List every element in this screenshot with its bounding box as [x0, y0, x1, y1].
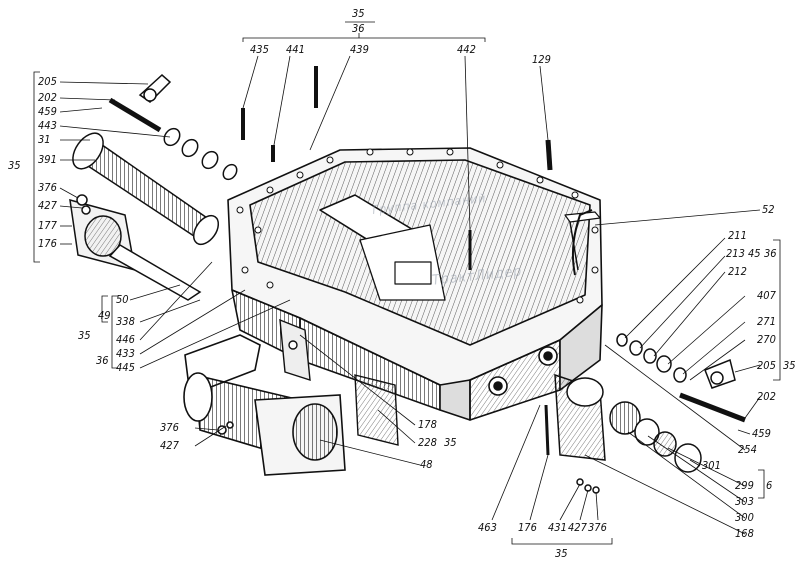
callout-459-right: 459	[752, 427, 771, 440]
callout-376-left: 376	[38, 181, 57, 194]
callout-35-top: 35	[352, 7, 365, 20]
callout-441: 441	[286, 43, 305, 56]
callout-48: 48	[420, 458, 433, 471]
callout-442: 442	[457, 43, 476, 56]
callout-36-top: 36	[352, 22, 365, 35]
callout-427-left: 427	[38, 199, 57, 212]
callout-303: 303	[735, 495, 754, 508]
callout-52: 52	[762, 203, 775, 216]
callout-31: 31	[38, 133, 51, 146]
callout-35-mid: 35	[78, 329, 91, 342]
callout-338: 338	[116, 315, 135, 328]
callout-211: 211	[728, 229, 747, 242]
callout-129: 129	[532, 53, 551, 66]
right-side-parts	[544, 209, 746, 494]
callout-205-right: 205	[757, 359, 776, 372]
main-housing	[227, 147, 603, 421]
callout-300: 300	[735, 511, 754, 524]
callout-35-left: 35	[8, 159, 21, 172]
callout-45: 45	[748, 247, 761, 260]
callout-212: 212	[728, 265, 747, 278]
callout-35-228: 35	[444, 436, 457, 449]
callout-177: 177	[38, 219, 57, 232]
callout-35-right: 35	[783, 359, 796, 372]
callout-376-bb: 376	[588, 521, 607, 534]
callout-446: 446	[116, 333, 135, 346]
callout-407: 407	[757, 289, 776, 302]
callout-202-right: 202	[757, 390, 776, 403]
callout-299: 299	[735, 479, 754, 492]
callout-271: 271	[757, 315, 776, 328]
callout-254: 254	[738, 443, 757, 456]
gasket-plates	[279, 318, 399, 446]
callout-213: 213	[726, 247, 745, 260]
leader-lines	[33, 21, 781, 545]
callout-459-left: 459	[38, 105, 57, 118]
callout-6: 6	[766, 479, 773, 492]
callout-202-left: 202	[38, 91, 57, 104]
callout-49: 49	[98, 309, 111, 322]
callout-463: 463	[478, 521, 497, 534]
callout-431: 431	[548, 521, 567, 534]
callout-435: 435	[250, 43, 269, 56]
bottom-cover-housing	[183, 334, 346, 476]
callout-178: 178	[418, 418, 437, 431]
callout-376-bottom: 376	[160, 421, 179, 434]
callout-391: 391	[38, 153, 57, 166]
callout-433: 433	[116, 347, 135, 360]
callout-427-bottom: 427	[160, 439, 179, 452]
callout-205-left: 205	[38, 75, 57, 88]
callout-50: 50	[116, 293, 129, 306]
callout-36-mid: 36	[96, 354, 109, 367]
callout-443: 443	[38, 119, 57, 132]
callout-36-right: 36	[764, 247, 777, 260]
callout-270: 270	[757, 333, 776, 346]
callout-301: 301	[702, 459, 721, 472]
left-cover-plate	[69, 194, 202, 301]
callout-168: 168	[735, 527, 754, 540]
callout-445: 445	[116, 361, 135, 374]
callout-427-bb: 427	[568, 521, 587, 534]
callout-439: 439	[350, 43, 369, 56]
callout-176-bottom: 176	[518, 521, 537, 534]
callout-35-bottom: 35	[555, 547, 568, 560]
callout-176-left: 176	[38, 237, 57, 250]
callout-228: 228	[418, 436, 437, 449]
